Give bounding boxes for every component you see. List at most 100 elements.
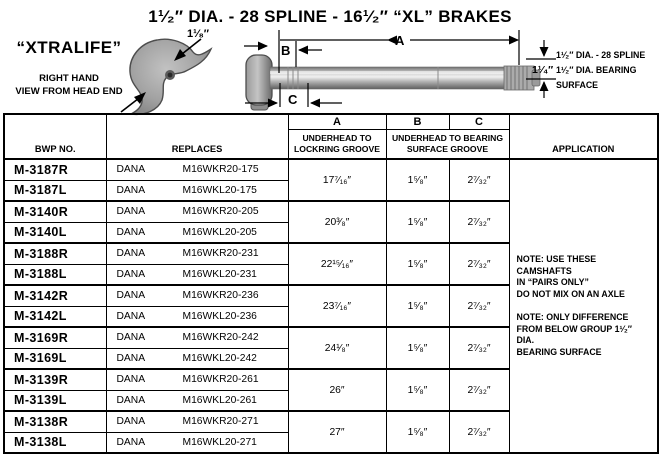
- bwp-cell: M-3138L: [3, 431, 107, 454]
- brand-name: DANA: [116, 206, 146, 218]
- cam-hole-center: [167, 72, 173, 78]
- shaft-highlight: [270, 71, 532, 74]
- dim-b-cell: 1⁵⁄₈″: [385, 158, 450, 202]
- brand-label: “XTRALIFE”: [16, 38, 122, 57]
- replaces-cell: DANA M16WKR20-271: [105, 410, 289, 433]
- dim-b-cell: 1⁵⁄₈″: [385, 326, 450, 370]
- part-number: M16WKL20-261: [182, 394, 257, 406]
- replaces-cell: DANA M16WKR20-236: [105, 284, 289, 307]
- part-number: M16WKR20-205: [182, 206, 259, 218]
- replaces-cell: DANA M16WKL20-175: [105, 179, 289, 202]
- part-number: M16WKL20-271: [182, 436, 257, 448]
- dim-b-lines: [244, 41, 322, 67]
- brand-name: DANA: [116, 394, 146, 406]
- brand-name: DANA: [116, 268, 146, 280]
- replaces-cell: DANA M16WKL20-261: [105, 389, 289, 412]
- dim-a-cell: 20³⁄₈″: [287, 200, 387, 244]
- replaces-cell: DANA M16WKR20-242: [105, 326, 289, 349]
- brand-name: DANA: [116, 184, 146, 196]
- brand-name: DANA: [116, 374, 146, 386]
- part-number: M16WKL20-205: [182, 226, 257, 238]
- replaces-cell: DANA M16WKL20-205: [105, 221, 289, 244]
- dim-right-lines: [526, 40, 556, 98]
- shaft-end-cap: [531, 69, 541, 87]
- dim-c-cell: 2⁷⁄₃₂″: [448, 284, 510, 328]
- part-number: M16WKR20-271: [182, 416, 259, 428]
- spec-notes: 1¹⁄₂″ DIA. - 28 SPLINE 1¹⁄₂″ DIA. BEARIN…: [556, 48, 645, 93]
- dim-a-label: A: [395, 33, 405, 48]
- dim-c-cell: 2⁷⁄₃₂″: [448, 326, 510, 370]
- dim-b-cell: 1⁵⁄₈″: [385, 410, 450, 454]
- cam-shape: [128, 38, 213, 116]
- bwp-cell: M-3138R: [3, 410, 107, 433]
- brand-name: DANA: [116, 226, 146, 238]
- brand-name: DANA: [116, 164, 146, 176]
- bwp-cell: M-3188L: [3, 263, 107, 286]
- th-col-b: B: [385, 113, 450, 130]
- th-application: APPLICATION: [508, 113, 659, 160]
- th-bwp: BWP NO.: [3, 113, 107, 160]
- cam-dim-label: 1¹⁄₈″: [187, 28, 210, 40]
- dim-c-cell: 2⁷⁄₃₂″: [448, 200, 510, 244]
- part-number: M16WKR20-236: [182, 290, 259, 302]
- part-number: M16WKR20-242: [182, 332, 259, 344]
- cam-lower-arrow: [120, 92, 146, 113]
- bwp-cell: M-3169R: [3, 326, 107, 349]
- dim-a-cell: 24¹⁄₈″: [287, 326, 387, 370]
- dim-c-label: C: [288, 92, 298, 107]
- dim-b-cell: 1⁵⁄₈″: [385, 284, 450, 328]
- cam-dim-arrow: [174, 38, 202, 61]
- page-title: 1¹⁄₂″ DIA. - 28 SPLINE - 16¹⁄₂″ “XL” BRA…: [148, 7, 512, 26]
- camshaft-drawing: A B C 1¹⁄₄″: [244, 30, 556, 111]
- note-line: NOTE: USE THESE CAMSHAFTS: [516, 254, 597, 276]
- brand-name: DANA: [116, 416, 146, 428]
- replaces-cell: DANA M16WKL20-236: [105, 305, 289, 328]
- th-col-c: C: [448, 113, 510, 130]
- brand-name: DANA: [116, 310, 146, 322]
- th-replaces: REPLACES: [105, 113, 289, 160]
- view-label-line1: RIGHT HAND: [39, 73, 99, 84]
- dim-c-lines: [245, 83, 342, 108]
- th-col-a-sub: UNDERHEAD TO LOCKRING GROOVE: [287, 128, 387, 160]
- th-col-a: A: [287, 113, 387, 130]
- part-number: M16WKL20-175: [182, 184, 257, 196]
- part-number: M16WKL20-236: [182, 310, 257, 322]
- spline-teeth: [506, 66, 528, 90]
- brand-name: DANA: [116, 332, 146, 344]
- dim-a-cell: 17⁷⁄₁₆″: [287, 158, 387, 202]
- part-number: M16WKR20-231: [182, 248, 259, 260]
- brand-name: DANA: [116, 436, 146, 448]
- spec-note-line3: SURFACE: [556, 80, 599, 90]
- view-label-line2: VIEW FROM HEAD END: [15, 86, 123, 97]
- spec-note-line2: 1¹⁄₂″ DIA. BEARING: [556, 65, 637, 75]
- dim-c-cell: 2⁷⁄₃₂″: [448, 242, 510, 286]
- dim-a-cell: 26″: [287, 368, 387, 412]
- part-number: M16WKL20-242: [182, 352, 257, 364]
- dim-a-cell: 23⁷⁄₁₆″: [287, 284, 387, 328]
- bwp-cell: M-3139L: [3, 389, 107, 412]
- dim-b-cell: 1⁵⁄₈″: [385, 242, 450, 286]
- dim-c-cell: 2⁷⁄₃₂″: [448, 410, 510, 454]
- bwp-cell: M-3142L: [3, 305, 107, 328]
- parts-table: BWP NO. REPLACES A B C APPLICATION UNDER…: [3, 113, 659, 454]
- dim-b-cell: 1⁵⁄₈″: [385, 368, 450, 412]
- application-note: NOTE: ONLY DIFFERENCE FROM BELOW GROUP 1…: [517, 312, 651, 358]
- note-line: BEARING SURFACE: [516, 346, 602, 357]
- application-cell: NOTE: USE THESE CAMSHAFTS IN “PAIRS ONLY…: [508, 158, 659, 454]
- dim-a-cell: 22¹⁵⁄₁₆″: [287, 242, 387, 286]
- table-row: M-3138L DANA M16WKL20-271: [3, 431, 658, 454]
- brand-name: DANA: [116, 290, 146, 302]
- table-row: M-3169R DANA M16WKR20-242 24¹⁄₈″ 1⁵⁄₈″ 2⁷…: [3, 326, 658, 370]
